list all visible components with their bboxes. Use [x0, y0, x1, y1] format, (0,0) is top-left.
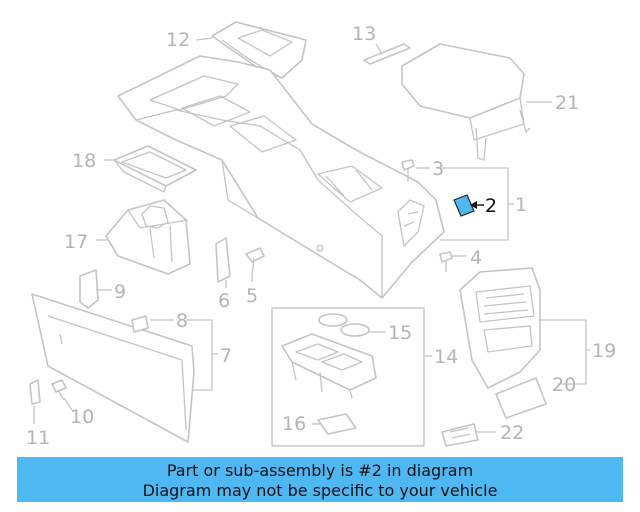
part-7-side-panel: [31, 293, 195, 443]
callout-7: 7: [220, 345, 232, 367]
callout-11: 11: [26, 427, 50, 449]
info-banner: Part or sub-assembly is #2 in diagram Di…: [17, 457, 623, 502]
callout-16: 16: [282, 413, 306, 435]
part-8-clip: [131, 315, 149, 333]
group-14-box: [271, 307, 425, 447]
callout-20: 20: [552, 374, 576, 396]
callout-2-arrowhead: [470, 201, 477, 209]
parts-diagram: 12 13 21 18 17 9 6 5 3 1 4 8 7 10 11 15 …: [26, 21, 616, 449]
part-2-highlighted: [453, 194, 475, 217]
callout-19: 19: [592, 340, 616, 362]
part-4-screw: [439, 251, 453, 272]
callout-9: 9: [114, 281, 126, 303]
callout-10: 10: [70, 406, 94, 428]
part-6-clip: [215, 237, 231, 283]
part-22-switch: [441, 423, 479, 447]
part-18-plate: [113, 145, 197, 193]
banner-line-2: Diagram may not be specific to your vehi…: [142, 481, 498, 500]
part-21-armrest: [401, 43, 531, 161]
callout-3: 3: [432, 158, 444, 180]
callout-22: 22: [500, 422, 524, 444]
part-16-pad: [317, 413, 357, 435]
leader-lines: [33, 37, 590, 433]
part-17-shifter: [105, 199, 191, 275]
part-15-cup-rings: [318, 313, 370, 337]
part-13-trim-strip: [363, 43, 411, 65]
banner-line-1: Part or sub-assembly is #2 in diagram: [166, 461, 474, 480]
callout-21: 21: [555, 92, 579, 114]
part-19-rear-panel: [459, 267, 541, 389]
part-5-screw: [245, 247, 265, 277]
callout-18: 18: [72, 150, 96, 172]
part-3-screw: [401, 159, 415, 182]
callout-1: 1: [515, 194, 527, 216]
callout-8: 8: [176, 310, 188, 332]
part-20-cover: [495, 377, 547, 419]
callout-15: 15: [388, 322, 412, 344]
part-9-bracket: [79, 269, 99, 309]
callout-12: 12: [166, 29, 190, 51]
callout-2: 2: [485, 195, 497, 217]
callout-6: 6: [218, 290, 230, 312]
part-11-clip: [29, 379, 41, 405]
callout-5: 5: [246, 285, 258, 307]
part-10-screw: [51, 379, 67, 401]
callout-14: 14: [434, 346, 458, 368]
callouts: 12 13 21 18 17 9 6 5 3 1 4 8 7 10 11 15 …: [26, 23, 616, 449]
callout-17: 17: [64, 231, 88, 253]
part-14-cupholder: [281, 333, 377, 399]
console-main-body: [117, 55, 445, 299]
callout-13: 13: [352, 23, 376, 45]
callout-4: 4: [470, 247, 482, 269]
